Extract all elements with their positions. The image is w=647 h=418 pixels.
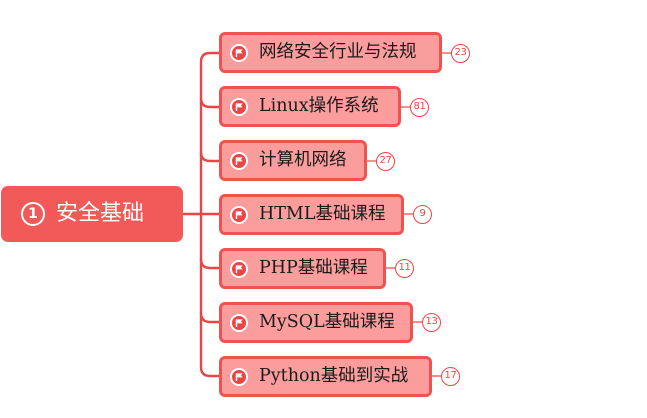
circled-number-icon: 1 — [21, 202, 45, 226]
flag-icon — [230, 43, 248, 62]
topic-label: Linux操作系统 — [259, 95, 379, 116]
topic-label: 网络安全行业与法规 — [259, 41, 417, 62]
flag-icon — [230, 259, 248, 278]
root-topic-label: 安全基础 — [56, 201, 145, 226]
branch-line — [199, 311, 222, 324]
topic-network-security-regulations[interactable]: 网络安全行业与法规 — [219, 32, 442, 73]
flag-icon — [230, 205, 248, 224]
branch-line — [199, 150, 222, 163]
topic-count-badge: 23 — [451, 43, 470, 63]
topic-html-basics[interactable]: HTML基础课程 — [219, 194, 404, 235]
branch-spine — [199, 51, 222, 378]
topic-label: Python基础到实战 — [259, 365, 409, 386]
topic-count-badge: 11 — [395, 258, 414, 278]
topic-label: HTML基础课程 — [259, 203, 386, 224]
topic-linux-os[interactable]: Linux操作系统 — [219, 86, 401, 127]
topic-php-basics[interactable]: PHP基础课程 — [219, 248, 386, 289]
topic-label: PHP基础课程 — [259, 257, 368, 278]
branch-line — [199, 96, 222, 109]
topic-label: 计算机网络 — [259, 149, 347, 170]
flag-icon — [230, 313, 248, 332]
topic-label: MySQL基础课程 — [259, 311, 395, 332]
topic-count-badge: 13 — [422, 312, 441, 332]
topic-count-badge: 81 — [410, 97, 429, 117]
topic-count-badge: 27 — [376, 151, 395, 171]
root-topic[interactable]: 1 安全基础 — [1, 186, 183, 242]
flag-icon — [230, 97, 248, 116]
flag-icon — [230, 151, 248, 170]
topic-computer-network[interactable]: 计算机网络 — [219, 140, 367, 181]
topic-mysql-basics[interactable]: MySQL基础课程 — [219, 302, 413, 343]
branch-line — [199, 257, 222, 270]
topic-count-badge: 17 — [441, 366, 460, 386]
topic-count-badge: 9 — [413, 204, 432, 224]
topic-python-practice[interactable]: Python基础到实战 — [219, 356, 432, 397]
flag-icon — [230, 367, 248, 386]
